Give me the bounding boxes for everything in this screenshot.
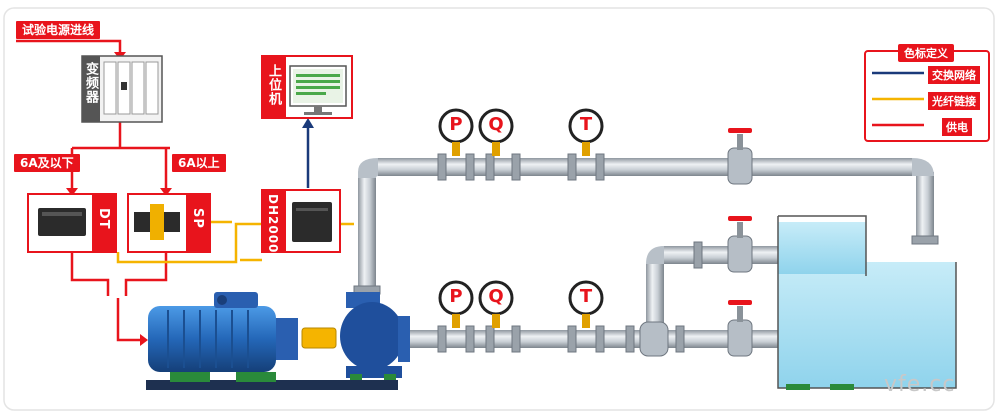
label-power-in: 试验电源进线 xyxy=(16,21,101,39)
gauge-letter-p-lower: P xyxy=(449,286,463,307)
power-lines xyxy=(16,39,170,342)
host-box xyxy=(261,55,353,119)
label-sp: SP xyxy=(190,208,205,229)
gauge-t-upper xyxy=(568,108,604,156)
legend-title: 色标定义 xyxy=(898,44,954,62)
label-host: 上位机 xyxy=(266,64,281,106)
inverter-box xyxy=(81,55,163,123)
legend-item-power: 供电 xyxy=(942,118,972,136)
label-inverter: 变频器 xyxy=(83,62,98,104)
gauge-letter-p-upper: P xyxy=(449,114,463,135)
network-line xyxy=(302,118,314,188)
gauge-q-lower xyxy=(478,280,514,328)
gauge-p-lower xyxy=(438,280,474,328)
label-low-current: 6A及以下 xyxy=(14,154,80,172)
dh2000-box xyxy=(261,189,341,253)
pump xyxy=(340,292,410,382)
legend-item-fiber: 光纤链接 xyxy=(928,92,980,110)
gauge-letter-t-upper: T xyxy=(579,114,593,135)
water-tank xyxy=(777,215,957,390)
label-high-current: 6A以上 xyxy=(172,154,226,172)
gauges xyxy=(438,108,604,328)
gauge-letter-t-lower: T xyxy=(579,286,593,307)
label-dt: DT xyxy=(96,208,111,230)
valves xyxy=(639,128,753,357)
tee-joint xyxy=(639,321,669,357)
valve-lower xyxy=(727,300,753,357)
label-dh2000: DH2000 xyxy=(266,194,280,254)
valve-upper xyxy=(727,128,753,185)
gauge-letter-q-lower: Q xyxy=(488,286,504,307)
legend-item-network: 交换网络 xyxy=(928,66,980,84)
gauge-p-upper xyxy=(438,108,474,156)
gauge-t-lower xyxy=(568,280,604,328)
gauge-letter-q-upper: Q xyxy=(488,114,504,135)
watermark: vfe.cc xyxy=(884,372,956,397)
coupling xyxy=(301,327,337,349)
dt-box xyxy=(27,193,117,253)
pipe-joints xyxy=(353,153,939,353)
valve-middle xyxy=(727,216,753,273)
gauge-q-upper xyxy=(478,108,514,156)
motor xyxy=(146,292,398,390)
sp-box xyxy=(127,193,211,253)
